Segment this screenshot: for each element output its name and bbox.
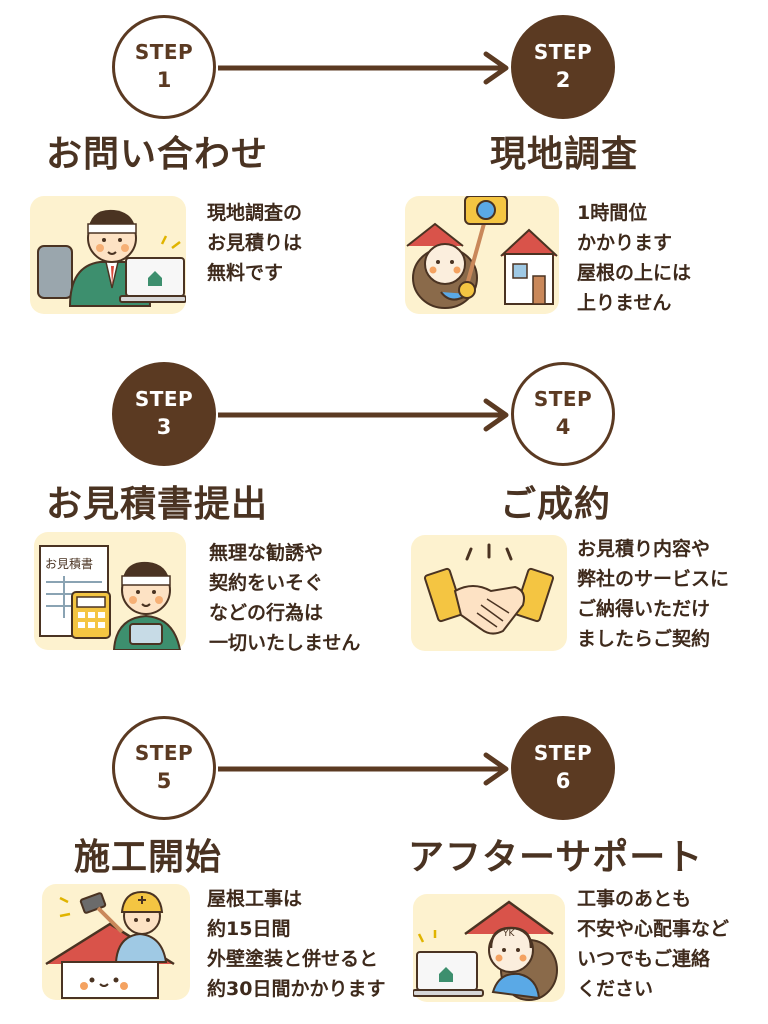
step-6-illustration: YK xyxy=(413,894,565,1002)
step-2-label: STEP xyxy=(533,40,593,65)
step-3-illustration: お見積書 xyxy=(34,532,186,650)
step-4-desc-line: ご納得いただけ xyxy=(577,598,711,620)
handshake-icon xyxy=(424,543,554,635)
step-3-number: 3 xyxy=(156,415,172,440)
step-6-title: アフターサポート xyxy=(408,837,704,878)
step-1-desc-line: 現地調査の xyxy=(207,202,303,224)
step-6-desc-line: 工事のあとも xyxy=(577,888,692,910)
mascot-badge-text: YK xyxy=(502,929,515,939)
step-2-number: 2 xyxy=(555,68,571,93)
estimate-document-icon: お見積書 xyxy=(39,545,182,650)
step-5-description: 屋根工事は 約15日間 外壁塗装と併せると 約30日間かかります xyxy=(207,884,385,1004)
step-5-badge: STEP 5 xyxy=(112,716,216,820)
step-6-desc-line: 不安や心配事など xyxy=(577,918,730,940)
step-3-desc-line: 契約をいそぐ xyxy=(209,572,324,594)
step-3-desc-line: などの行為は xyxy=(209,602,324,624)
step-2-desc-line: 上りません xyxy=(577,292,672,314)
step-4-desc-line: お見積り内容や xyxy=(577,538,711,560)
step-6-desc-line: ください xyxy=(577,978,654,1000)
estimate-doc-label: お見積書 xyxy=(45,556,93,571)
step-5-desc-line: 約15日間 xyxy=(207,918,291,940)
arrow-right-icon xyxy=(218,398,509,432)
step-4-illustration xyxy=(411,535,567,651)
step-6-badge: STEP 6 xyxy=(511,716,615,820)
step-5-illustration xyxy=(42,884,190,1000)
step-5-number: 5 xyxy=(156,769,172,794)
step-5-desc-line: 外壁塗装と併せると xyxy=(207,948,379,970)
step-2-description: 1時間位 かかります 屋根の上には 上りません xyxy=(577,198,691,318)
step-4-desc-line: 弊社のサービスに xyxy=(577,568,730,590)
step-1-illustration xyxy=(30,196,186,314)
step-4-label: STEP xyxy=(533,387,593,412)
step-2-badge: STEP 2 xyxy=(511,15,615,119)
step-3-title: お見積書提出 xyxy=(46,484,269,525)
step-1-desc-line: お見積りは xyxy=(207,232,303,254)
step-3-description: 無理な勧誘や 契約をいそぐ などの行為は 一切いたしません xyxy=(209,538,360,658)
step-1-desc-line: 無料です xyxy=(207,262,284,284)
step-5-desc-line: 約30日間かかります xyxy=(207,978,386,1000)
step-3-desc-line: 一切いたしません xyxy=(209,632,361,654)
step-4-description: お見積り内容や 弊社のサービスに ご納得いただけ ましたらご契約 xyxy=(577,534,729,654)
step-1-title: お問い合わせ xyxy=(46,134,269,175)
step-1-description: 現地調査の お見積りは 無料です xyxy=(207,198,302,288)
step-3-desc-line: 無理な勧誘や xyxy=(209,542,324,564)
hedgehog-camera-icon xyxy=(406,196,558,309)
step-2-desc-line: かかります xyxy=(577,232,673,254)
step-6-desc-line: いつでもご連絡 xyxy=(577,948,711,970)
arrow-right-icon xyxy=(218,51,509,85)
step-2-illustration xyxy=(405,196,559,314)
step-2-title: 現地調査 xyxy=(490,134,639,175)
roof-worker-icon xyxy=(45,890,175,999)
mascot-support-icon: YK xyxy=(413,900,558,1001)
step-6-label: STEP xyxy=(533,741,593,766)
step-4-title: ご成約 xyxy=(500,484,612,525)
step-2-desc-line: 屋根の上には xyxy=(577,262,692,284)
step-6-description: 工事のあとも 不安や心配事など いつでもご連絡 ください xyxy=(577,884,729,1004)
step-4-badge: STEP 4 xyxy=(511,362,615,466)
staff-laptop-icon xyxy=(37,209,186,307)
step-5-desc-line: 屋根工事は xyxy=(207,888,303,910)
step-4-desc-line: ましたらご契約 xyxy=(577,628,711,650)
arrow-right-icon xyxy=(218,752,509,786)
step-2-desc-line: 1時間位 xyxy=(577,202,648,224)
step-1-number: 1 xyxy=(156,68,172,93)
step-5-label: STEP xyxy=(134,741,194,766)
step-1-label: STEP xyxy=(134,40,194,65)
step-4-number: 4 xyxy=(555,415,571,440)
step-5-title: 施工開始 xyxy=(74,837,223,878)
step-3-label: STEP xyxy=(134,387,194,412)
step-3-badge: STEP 3 xyxy=(112,362,216,466)
step-1-badge: STEP 1 xyxy=(112,15,216,119)
step-6-number: 6 xyxy=(555,769,571,794)
